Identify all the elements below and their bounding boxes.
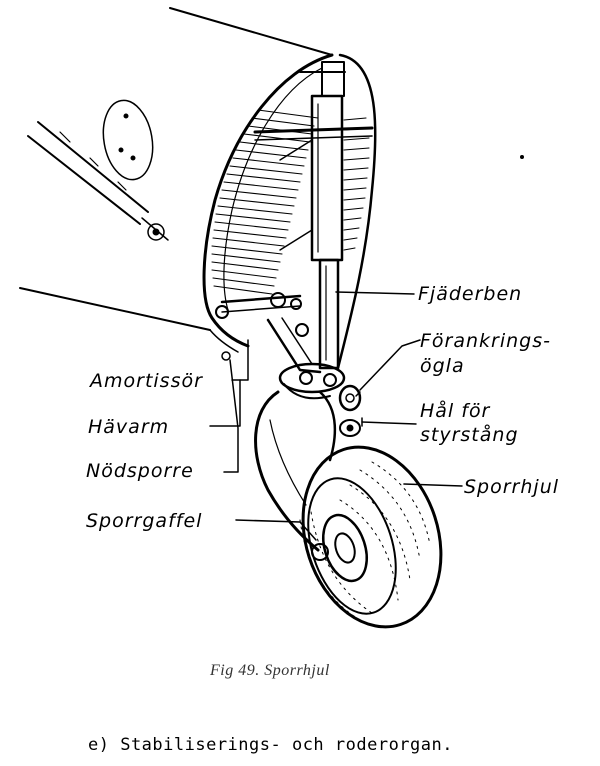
fuselage-cutaway [202,53,377,370]
label-sporrgaffel: Sporrgaffel [86,510,203,532]
label-hol-for-line1: Hål för [420,400,491,422]
label-nodsporre: Nödsporre [86,460,194,482]
label-fjaderben: Fjäderben [418,283,523,305]
wheel-fork [254,390,337,552]
figure-caption: Fig 49. Sporrhjul [210,662,330,679]
section-heading: e) Stabiliserings- och roderorgan. [88,735,453,755]
label-sporrhjul: Sporrhjul [464,476,560,498]
oleo-strut [279,61,345,370]
label-amortissor: Amortissör [90,370,203,392]
print-mark [520,155,524,159]
fuselage-outline [19,7,333,353]
lever-linkage [215,292,322,374]
pivot-head [278,362,362,437]
label-havarm: Hävarm [88,416,170,438]
control-rod [27,121,169,241]
leader-lines [209,291,463,541]
tail-wheel [299,445,443,629]
label-forankrings-ogla-line2: ögla [420,355,465,377]
access-hatch [102,99,154,181]
label-hol-for-line2: styrstång [420,424,519,446]
label-forankrings-ogla-line1: Förankrings- [420,330,552,352]
